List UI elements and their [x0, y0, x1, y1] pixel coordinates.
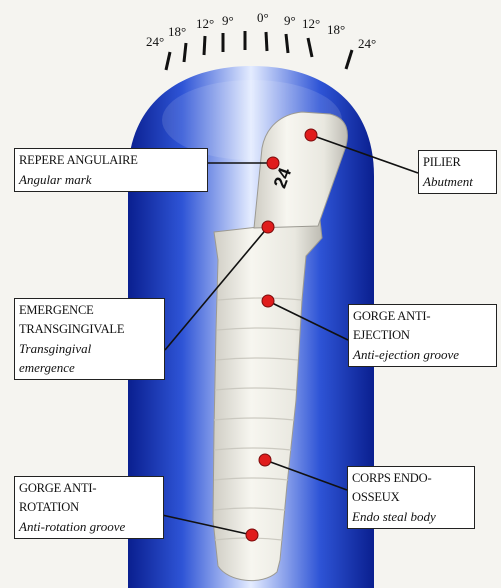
marker-transgingival [262, 221, 274, 233]
angle-label-18-right: 18° [327, 22, 345, 38]
marker-anti-ejection [262, 295, 274, 307]
angle-label-9-right: 9° [284, 13, 296, 29]
callout-transgingival-fr-2: TRANSGINGIVALE [19, 320, 160, 339]
marker-abutment [305, 129, 317, 141]
angle-label-12-left: 12° [196, 16, 214, 32]
angle-label-24-right: 24° [358, 36, 376, 52]
callout-angular-mark: REPERE ANGULAIRE Angular mark [14, 148, 208, 192]
marker-angular-mark [267, 157, 279, 169]
marker-anti-rotation [246, 529, 258, 541]
callout-endo-body-fr-1: CORPS ENDO- [352, 469, 470, 488]
angle-label-18-left: 18° [168, 24, 186, 40]
callout-anti-ejection-en: Anti-ejection groove [353, 345, 492, 364]
callout-anti-ejection-fr-1: GORGE ANTI- [353, 307, 492, 326]
angle-label-24-left: 24° [146, 34, 164, 50]
callout-transgingival-en-2: emergence [19, 358, 160, 377]
callout-angular-mark-en: Angular mark [19, 170, 203, 189]
callout-endo-body-en: Endo steal body [352, 507, 470, 526]
callout-angular-mark-fr: REPERE ANGULAIRE [19, 151, 203, 170]
callout-transgingival-emergence: EMERGENCE TRANSGINGIVALE Transgingival e… [14, 298, 165, 380]
callout-anti-rotation-fr-2: ROTATION [19, 498, 159, 517]
callout-transgingival-fr-1: EMERGENCE [19, 301, 160, 320]
marker-endo-body [259, 454, 271, 466]
callout-anti-ejection-groove: GORGE ANTI- EJECTION Anti-ejection groov… [348, 304, 497, 367]
angle-scale-ticks [166, 31, 352, 70]
callout-abutment-en: Abutment [423, 172, 492, 191]
callout-anti-rotation-fr-1: GORGE ANTI- [19, 479, 159, 498]
angle-label-9-left: 9° [222, 13, 234, 29]
callout-anti-rotation-groove: GORGE ANTI- ROTATION Anti-rotation groov… [14, 476, 164, 539]
angle-label-0: 0° [257, 10, 269, 26]
callout-abutment: PILIER Abutment [418, 150, 497, 194]
callout-transgingival-en-1: Transgingival [19, 339, 160, 358]
callout-endo-steal-body: CORPS ENDO- OSSEUX Endo steal body [347, 466, 475, 529]
callout-abutment-fr: PILIER [423, 153, 492, 172]
angle-label-12-right: 12° [302, 16, 320, 32]
callout-endo-body-fr-2: OSSEUX [352, 488, 470, 507]
callout-anti-ejection-fr-2: EJECTION [353, 326, 492, 345]
callout-anti-rotation-en: Anti-rotation groove [19, 517, 159, 536]
